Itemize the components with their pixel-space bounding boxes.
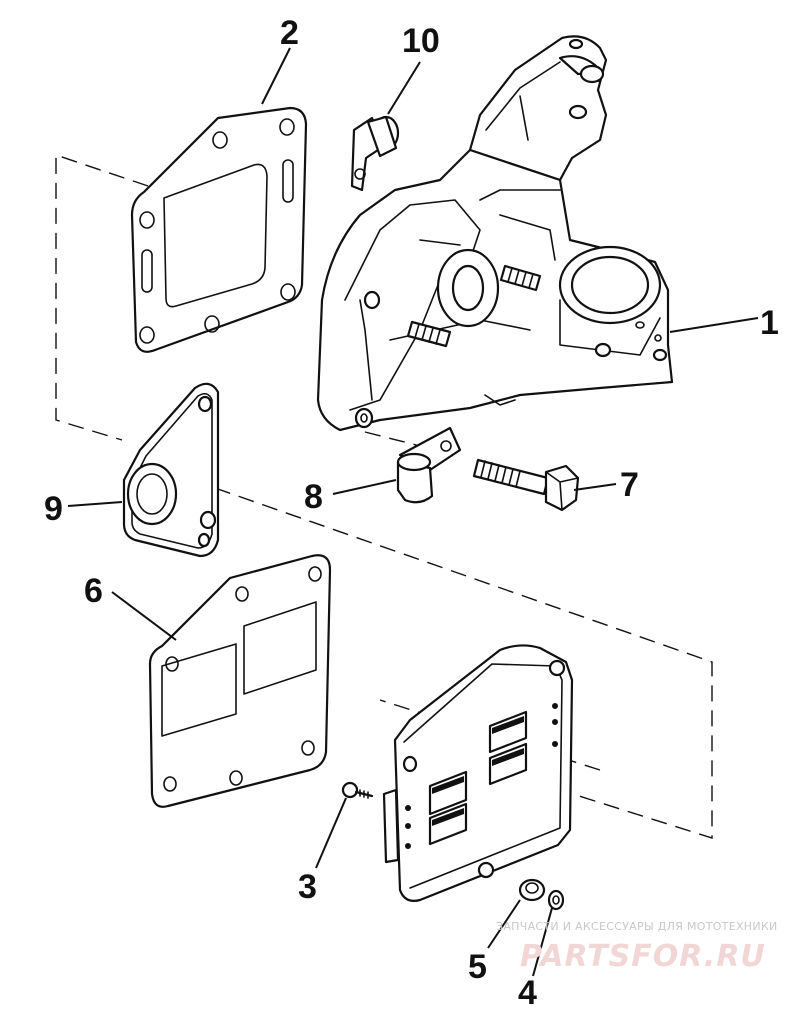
main-housing-part-1 bbox=[316, 35, 674, 432]
gasket-upper bbox=[130, 106, 308, 353]
screw-part-3 bbox=[341, 781, 374, 799]
watermark-tagline: ЗАПЧАСТИ И АКСЕССУАРЫ ДЛЯ МОТОТЕХНИКИ bbox=[496, 920, 778, 933]
stud-left bbox=[406, 320, 452, 348]
callout-10: 10 bbox=[402, 22, 440, 60]
reed-slots-lower bbox=[428, 770, 468, 846]
bolt-part-7 bbox=[472, 458, 580, 512]
stud-right bbox=[499, 264, 542, 292]
callout-6: 6 bbox=[84, 572, 103, 610]
callout-4: 4 bbox=[518, 974, 537, 1012]
flange-plate-part-9 bbox=[122, 382, 220, 558]
gasket-lower bbox=[148, 554, 332, 808]
spacer-part-5 bbox=[518, 878, 546, 902]
watermark: ЗАПЧАСТИ И АКСЕССУАРЫ ДЛЯ МОТОТЕХНИКИ PA… bbox=[496, 920, 778, 974]
callout-5: 5 bbox=[468, 948, 487, 986]
reed-slots-upper bbox=[488, 710, 528, 786]
callout-3: 3 bbox=[298, 868, 317, 906]
clamp-part-8 bbox=[396, 426, 462, 504]
reed-valve-plate bbox=[382, 644, 574, 902]
callout-9: 9 bbox=[44, 490, 63, 528]
callout-2: 2 bbox=[280, 14, 299, 52]
watermark-logo: PARTSFOR.RU bbox=[520, 939, 766, 974]
nut-part-4 bbox=[547, 889, 565, 911]
callout-7: 7 bbox=[620, 466, 639, 504]
callout-numbers: 1 2 3 4 5 6 7 8 9 10 bbox=[44, 14, 779, 1012]
leader-lines bbox=[67, 47, 759, 977]
callout-8: 8 bbox=[304, 478, 323, 516]
callout-1: 1 bbox=[760, 304, 779, 342]
clip-part-10 bbox=[350, 115, 400, 192]
